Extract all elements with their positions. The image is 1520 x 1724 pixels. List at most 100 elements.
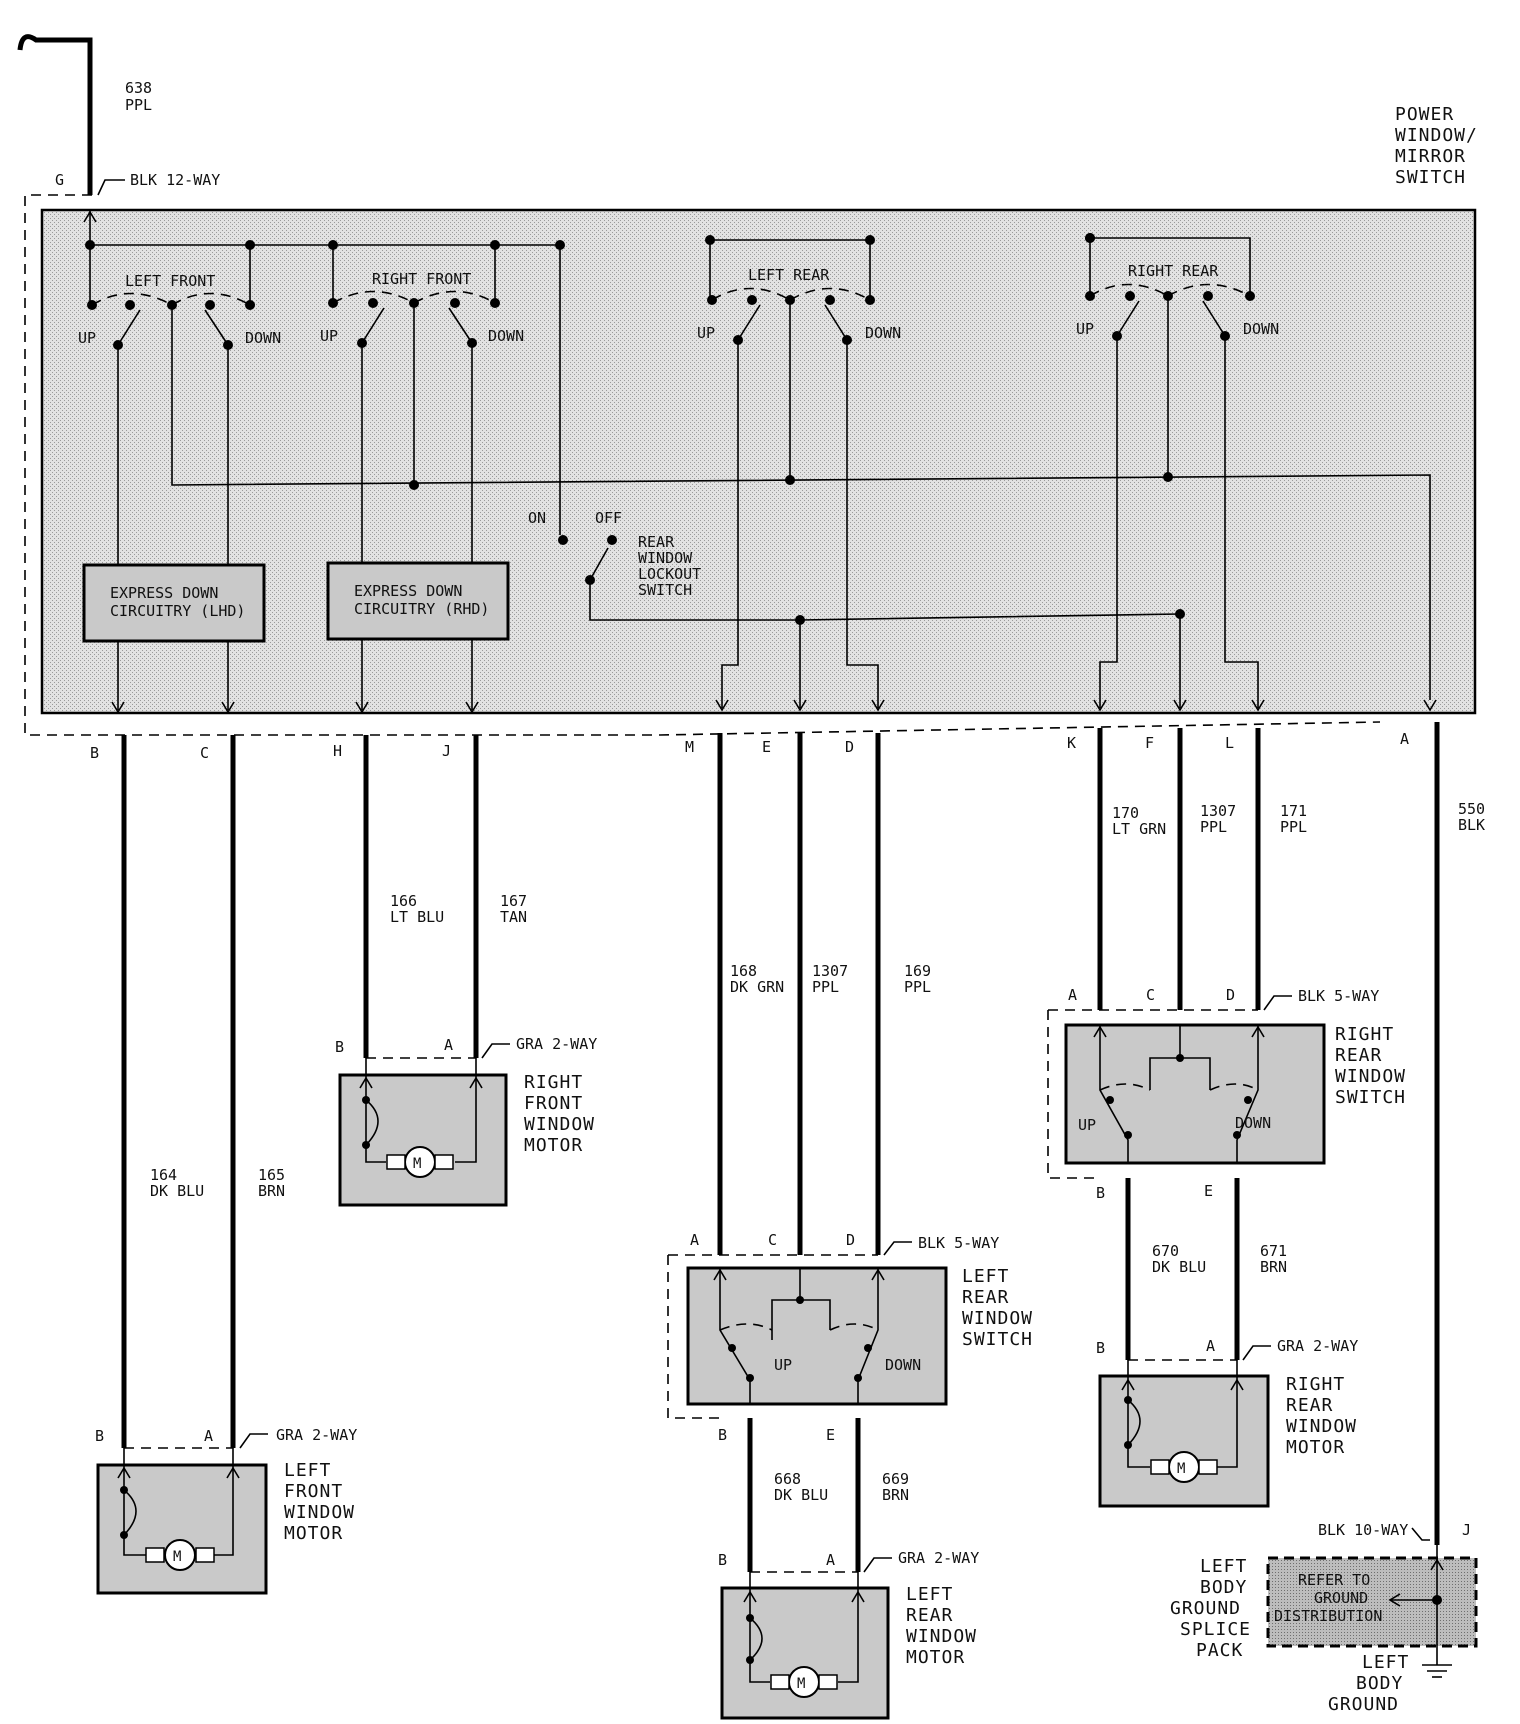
motor-m-glyph: M <box>413 1156 421 1172</box>
svg-text:TAN: TAN <box>500 908 527 926</box>
svg-text:164: 164 <box>150 1166 177 1184</box>
express-down-circuitry-lhd: EXPRESS DOWN CIRCUITRY (LHD) <box>82 563 266 643</box>
switch-connector-pins: B C H J M E D K F L A <box>90 730 1409 762</box>
svg-text:DK GRN: DK GRN <box>730 978 784 996</box>
right-rear-window-motor: B A GRA 2-WAY M RIGHT REAR WINDOW MOTOR <box>1096 1337 1358 1508</box>
left-body-ground-splice-pack: BLK 10-WAY J REFER TO GROUND DISTRIBUTIO… <box>1170 1521 1478 1715</box>
svg-text:DOWN: DOWN <box>865 324 901 342</box>
svg-text:CIRCUITRY (LHD): CIRCUITRY (LHD) <box>110 602 245 620</box>
svg-text:B: B <box>1096 1184 1105 1202</box>
svg-text:J: J <box>1462 1521 1471 1539</box>
svg-text:GRA 2-WAY: GRA 2-WAY <box>898 1549 979 1567</box>
svg-text:GRA 2-WAY: GRA 2-WAY <box>276 1426 357 1444</box>
svg-text:171: 171 <box>1280 802 1307 820</box>
label-up: UP <box>78 329 96 347</box>
svg-text:MIRROR: MIRROR <box>1395 146 1466 167</box>
svg-text:CIRCUITRY (RHD): CIRCUITRY (RHD) <box>354 600 489 618</box>
svg-text:D: D <box>845 738 854 756</box>
svg-text:DOWN: DOWN <box>885 1356 921 1374</box>
svg-text:GRA 2-WAY: GRA 2-WAY <box>1277 1337 1358 1355</box>
svg-text:MOTOR: MOTOR <box>1286 1437 1345 1458</box>
svg-text:PPL: PPL <box>1280 818 1307 836</box>
svg-text:MOTOR: MOTOR <box>524 1135 583 1156</box>
svg-text:PPL: PPL <box>1200 818 1227 836</box>
svg-text:A: A <box>1068 986 1077 1004</box>
svg-text:LEFT: LEFT <box>906 1584 953 1605</box>
label-left-front: LEFT FRONT <box>125 272 215 290</box>
svg-text:GRA 2-WAY: GRA 2-WAY <box>516 1035 597 1053</box>
svg-text:C: C <box>768 1231 777 1249</box>
svg-text:BLK 5-WAY: BLK 5-WAY <box>918 1234 999 1252</box>
svg-text:L: L <box>1225 734 1234 752</box>
svg-text:B: B <box>90 744 99 762</box>
svg-text:GROUND: GROUND <box>1314 1589 1368 1607</box>
svg-text:WINDOW/: WINDOW/ <box>1395 125 1478 146</box>
svg-text:LEFT: LEFT <box>284 1460 331 1481</box>
svg-text:K: K <box>1067 734 1076 752</box>
svg-text:DK BLU: DK BLU <box>1152 1258 1206 1276</box>
svg-text:BRN: BRN <box>1260 1258 1287 1276</box>
svg-text:PPL: PPL <box>904 978 931 996</box>
svg-text:REAR: REAR <box>638 533 675 551</box>
svg-text:M: M <box>173 1549 181 1565</box>
svg-text:M: M <box>685 738 694 756</box>
svg-text:UP: UP <box>697 324 715 342</box>
svg-text:WINDOW: WINDOW <box>1286 1416 1357 1437</box>
label-right-rear: RIGHT REAR <box>1128 262 1219 280</box>
label-on: ON <box>528 509 546 527</box>
svg-text:WINDOW: WINDOW <box>284 1502 355 1523</box>
svg-text:BRN: BRN <box>882 1486 909 1504</box>
switch-output-arrows <box>111 699 1437 714</box>
svg-text:EXPRESS DOWN: EXPRESS DOWN <box>354 582 462 600</box>
svg-text:LT GRN: LT GRN <box>1112 820 1166 838</box>
svg-text:D: D <box>846 1231 855 1249</box>
svg-text:SWITCH: SWITCH <box>1335 1087 1406 1108</box>
svg-text:GROUND: GROUND <box>1328 1694 1399 1715</box>
svg-text:LT BLU: LT BLU <box>390 908 444 926</box>
svg-text:670: 670 <box>1152 1242 1179 1260</box>
svg-text:170: 170 <box>1112 804 1139 822</box>
svg-text:UP: UP <box>774 1356 792 1374</box>
svg-text:LOCKOUT: LOCKOUT <box>638 565 701 583</box>
svg-text:E: E <box>1204 1182 1213 1200</box>
pin-g-label: G <box>55 171 64 189</box>
svg-text:A: A <box>1400 730 1409 748</box>
svg-text:BLK 5-WAY: BLK 5-WAY <box>1298 987 1379 1005</box>
svg-text:166: 166 <box>390 892 417 910</box>
svg-text:WINDOW: WINDOW <box>524 1114 595 1135</box>
svg-text:POWER: POWER <box>1395 104 1454 125</box>
left-rear-switch: LEFT REAR UP DOWN <box>697 266 901 708</box>
svg-text:RIGHT: RIGHT <box>524 1072 583 1093</box>
connector-blk-12way: BLK 12-WAY <box>130 171 220 189</box>
svg-text:169: 169 <box>904 962 931 980</box>
switch-title: POWER WINDOW/ MIRROR SWITCH <box>1395 104 1478 188</box>
wire-label-638: 638 <box>125 79 152 97</box>
svg-text:M: M <box>797 1676 805 1692</box>
svg-text:LEFT: LEFT <box>962 1266 1009 1287</box>
svg-text:DOWN: DOWN <box>1243 320 1279 338</box>
label-down: DOWN <box>245 329 281 347</box>
svg-text:B: B <box>95 1427 104 1445</box>
svg-text:D: D <box>1226 986 1235 1004</box>
svg-text:B: B <box>1096 1339 1105 1357</box>
svg-text:H: H <box>333 742 342 760</box>
svg-text:PACK: PACK <box>1196 1640 1243 1661</box>
label-off: OFF <box>595 509 622 527</box>
svg-text:REAR: REAR <box>906 1605 953 1626</box>
svg-text:MOTOR: MOTOR <box>284 1523 343 1544</box>
internal-ground-bus <box>171 298 1431 700</box>
svg-text:A: A <box>204 1427 213 1445</box>
left-rear-window-motor: B A GRA 2-WAY M LEFT REAR WINDOW MOTOR <box>718 1549 979 1720</box>
svg-text:MOTOR: MOTOR <box>906 1647 965 1668</box>
power-window-switch-housing <box>24 194 1477 736</box>
svg-text:668: 668 <box>774 1470 801 1488</box>
svg-text:DISTRIBUTION: DISTRIBUTION <box>1274 1607 1382 1625</box>
svg-text:SWITCH: SWITCH <box>962 1329 1033 1350</box>
svg-text:C: C <box>200 744 209 762</box>
internal-supply-bus <box>85 233 1251 535</box>
left-rear-window-switch: A C D BLK 5-WAY UP DOWN B E LEFT REAR WI… <box>667 1231 1033 1444</box>
svg-text:A: A <box>444 1036 453 1054</box>
svg-text:SPLICE: SPLICE <box>1180 1619 1251 1640</box>
svg-text:BODY: BODY <box>1200 1577 1247 1598</box>
